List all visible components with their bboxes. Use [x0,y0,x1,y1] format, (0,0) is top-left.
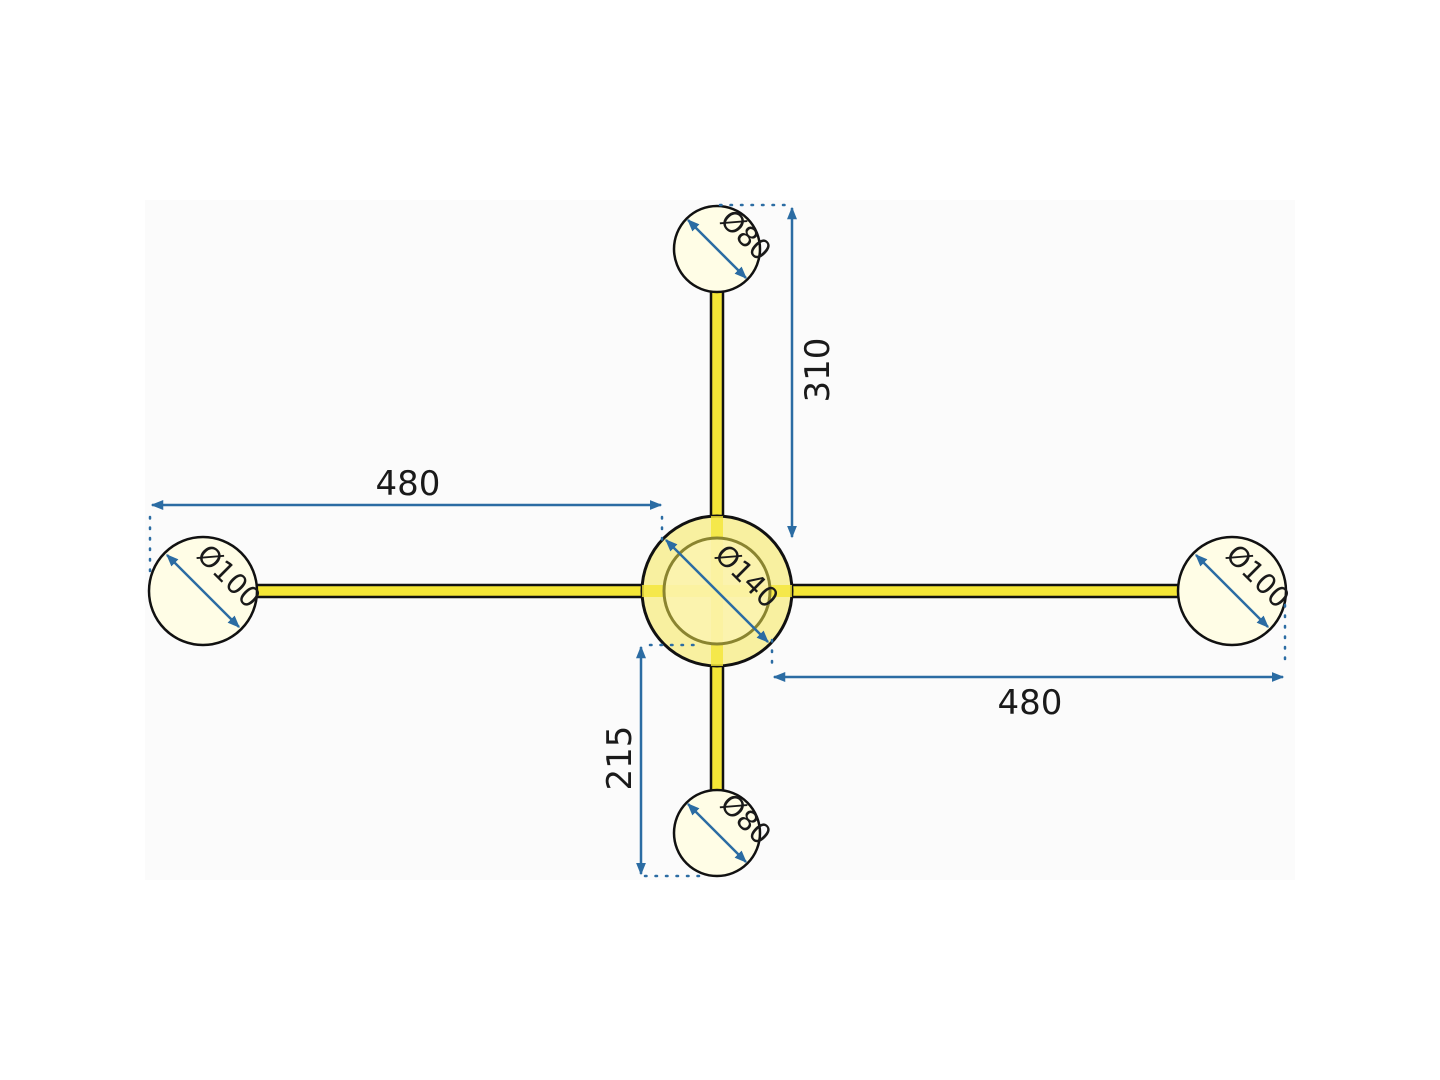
bottom-arm [709,660,725,794]
left-arm [254,583,648,599]
dimension-lines [150,206,1285,876]
right-arm [786,583,1182,599]
diameter-arrow-bottom-globe [687,803,747,863]
top-arm [709,289,725,523]
label-left-arm: 480 [376,464,441,504]
diameter-arrow-top-globe [687,219,747,279]
diameter-arrow-right-globe [1195,554,1269,628]
diameter-arrow-canopy [665,539,769,643]
extension-lines [148,203,1287,878]
diameter-arrow-left-globe [166,554,240,628]
label-top-arm: 310 [798,338,838,403]
label-right-arm: 480 [998,683,1063,723]
label-bottom-arm: 215 [600,726,640,791]
